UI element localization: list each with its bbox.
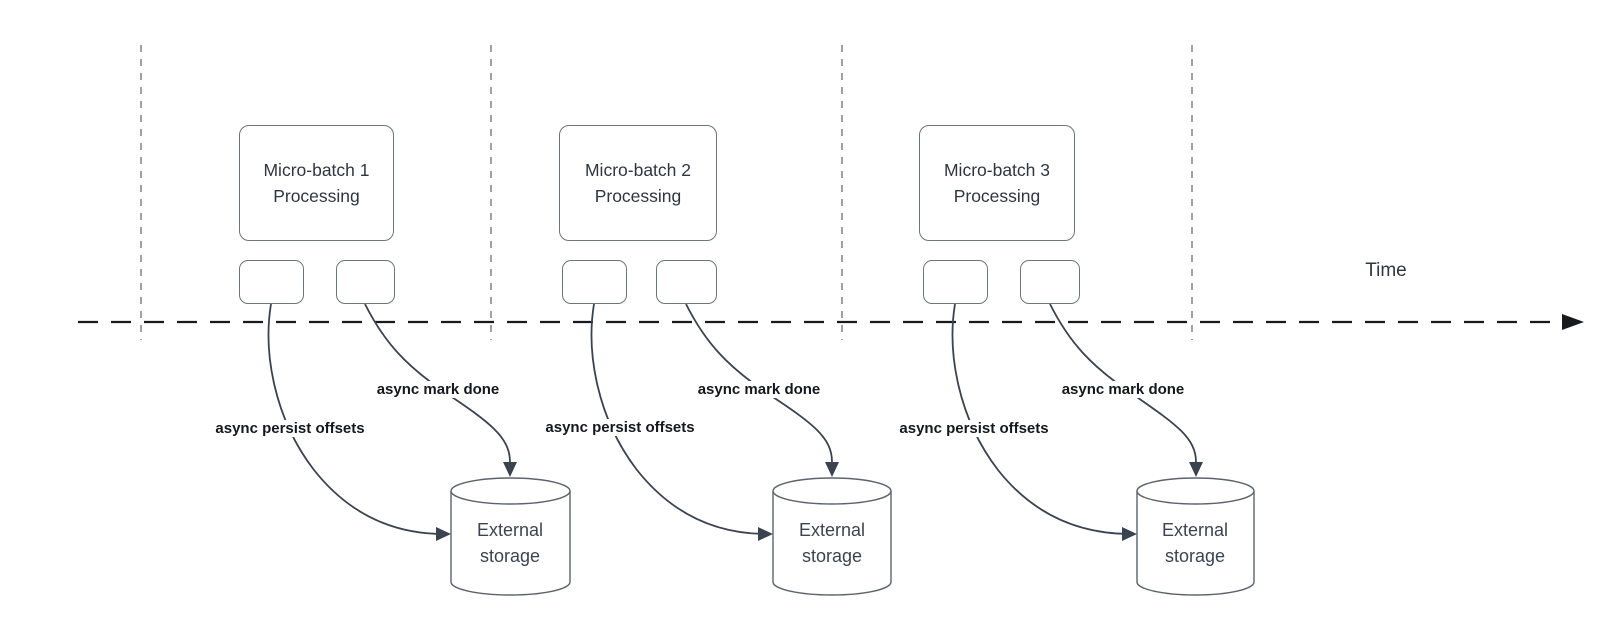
batch3-processing-label-line1: Micro-batch 3 <box>943 160 1050 180</box>
batch2-persist-offsets-label: async persist offsets <box>543 419 697 436</box>
batch3-storage-cylinder-icon <box>1136 477 1255 596</box>
batch2-mark-task-box <box>656 260 717 304</box>
batch2-offset-task-box <box>562 260 627 304</box>
batch1-storage-cylinder-icon <box>450 477 571 596</box>
batch2-persist-offsets-curve <box>590 303 768 535</box>
batch2-processing-box: Micro-batch 2 Processing <box>559 125 717 241</box>
batch3-mark-done-label: async mark done <box>1059 381 1187 398</box>
batch3-persist-offsets-curve <box>951 303 1132 535</box>
batch3-mark-task-box <box>1020 260 1080 304</box>
batch2-processing-label-line2: Processing <box>594 186 682 206</box>
batch2-persist-arrowhead-icon <box>758 527 773 541</box>
batch3-storage-label: External storage <box>1162 517 1228 569</box>
batch2-storage-label-line1: External <box>798 520 866 540</box>
batch3-storage-label-line2: storage <box>1164 546 1226 566</box>
batch3-offset-task-box <box>923 260 988 304</box>
batch2-storage-label-line2: storage <box>801 546 863 566</box>
batch2-mark-done-label: async mark done <box>695 381 823 398</box>
batch1-persist-offsets-curve <box>267 303 445 535</box>
batch3-storage-label-line1: External <box>1161 520 1229 540</box>
batch1-storage-label: External storage <box>477 517 543 569</box>
batch1-persist-arrowhead-icon <box>436 527 451 541</box>
batch1-storage-label-line1: External <box>476 520 544 540</box>
batch3-processing-label-line2: Processing <box>953 186 1041 206</box>
batch2-processing-label-line1: Micro-batch 2 <box>584 160 691 180</box>
batch3-mark-done-arrowhead-icon <box>1189 462 1203 477</box>
batch1-processing-label-line2: Processing <box>273 186 360 206</box>
batch1-offset-task-box <box>239 260 304 304</box>
batch1-mark-done-label: async mark done <box>374 381 502 398</box>
batch2-storage-label: External storage <box>799 517 865 569</box>
time-axis-label: Time <box>1365 260 1407 281</box>
batch2-mark-done-arrowhead-icon <box>825 462 839 477</box>
batch1-storage-label-line2: storage <box>479 546 541 566</box>
batch1-processing-box: Micro-batch 1 Processing <box>239 125 394 241</box>
batch3-persist-offsets-label: async persist offsets <box>897 420 1051 437</box>
batch3-persist-arrowhead-icon <box>1122 527 1137 541</box>
batch1-mark-done-arrowhead-icon <box>503 462 517 477</box>
batch1-mark-task-box <box>336 260 395 304</box>
batch1-persist-offsets-label: async persist offsets <box>213 420 367 437</box>
batch2-storage-cylinder-icon <box>772 477 892 596</box>
batch1-processing-label-line1: Micro-batch 1 <box>263 160 370 180</box>
time-axis-arrowhead-icon <box>1562 314 1584 330</box>
batch3-processing-box: Micro-batch 3 Processing <box>919 125 1075 241</box>
